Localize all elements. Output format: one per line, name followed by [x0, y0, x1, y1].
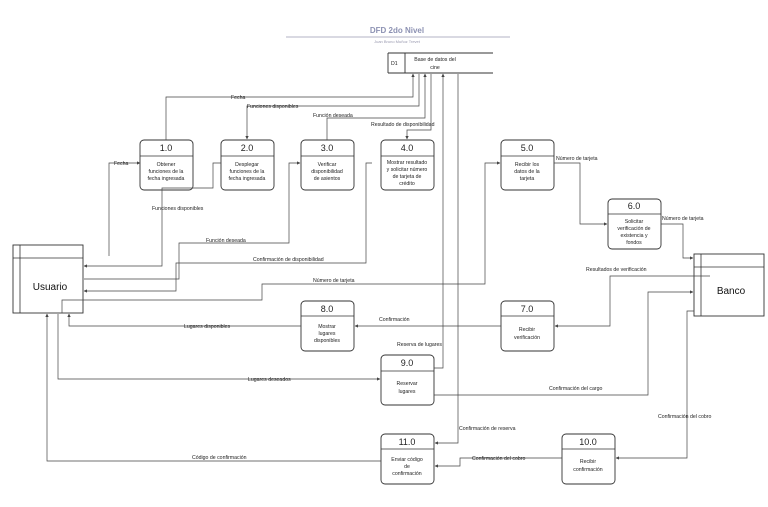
datastore-label-1: Base de datos del [414, 57, 456, 63]
svg-text:Mostrar: Mostrar [318, 324, 336, 330]
entity-usuario-label: Usuario [33, 282, 68, 293]
process-4: 4.0 Mostrar resultado y solicitar número… [380, 139, 435, 191]
flow-numero-6-bank: Número de tarjeta [662, 216, 704, 222]
svg-text:9.0: 9.0 [401, 358, 414, 368]
svg-text:Desplegar: Desplegar [235, 162, 259, 168]
flow-resultados-verif: Resultados de verificación [586, 267, 647, 273]
flow-numero-user: Número de tarjeta [313, 278, 355, 284]
flow-numero-5-6: Número de tarjeta [556, 156, 598, 162]
flow-confirmacion-7-8: Confirmación [379, 317, 410, 323]
svg-text:11.0: 11.0 [399, 437, 416, 447]
svg-text:funciones de la: funciones de la [230, 169, 265, 175]
svg-text:Solicitar: Solicitar [625, 219, 644, 225]
process-5: 5.0 Recibir los datos de la tarjeta [500, 139, 555, 191]
svg-text:datos de la: datos de la [514, 169, 539, 175]
flow-confirmacion-cobro-bank: Confirmación del cobro [658, 414, 711, 420]
svg-text:5.0: 5.0 [521, 143, 534, 153]
svg-text:Obtener: Obtener [157, 162, 176, 168]
svg-text:Mostrar resultado: Mostrar resultado [387, 160, 427, 166]
diagram-subtitle: Juan Bruno Muñoz Trevet [374, 39, 421, 44]
svg-text:10.0: 10.0 [579, 437, 597, 447]
process-10: 10.0 Recibir confirmación [561, 433, 616, 485]
svg-text:fecha ingresada: fecha ingresada [148, 176, 185, 182]
entity-usuario: Usuario [12, 244, 84, 314]
svg-text:de: de [404, 464, 410, 470]
svg-text:tarjeta: tarjeta [520, 176, 535, 182]
datastore-d1: D1 Base de datos del cine [387, 52, 493, 74]
flow-funciones-user: Funciones disponibles [152, 206, 204, 212]
svg-text:disponibilidad: disponibilidad [311, 169, 343, 175]
svg-text:1.0: 1.0 [160, 143, 173, 153]
svg-text:confirmación: confirmación [392, 471, 422, 477]
svg-text:lugares: lugares [318, 331, 335, 337]
svg-text:crédito: crédito [399, 181, 415, 187]
svg-text:fondos: fondos [626, 240, 642, 246]
process-7: 7.0 Recibir verificación [500, 300, 555, 352]
svg-text:fecha ingresada: fecha ingresada [229, 176, 266, 182]
flow-edges [45, 73, 710, 468]
process-1: 1.0 Obtener funciones de la fecha ingres… [139, 139, 194, 191]
diagram-title: DFD 2do Nivel [370, 26, 424, 35]
flow-lugares-disp: Lugares disponibles [184, 324, 231, 330]
flow-fecha-store: Fecha [231, 95, 246, 101]
flow-lugares-deseados: Lugares deseados [248, 377, 291, 383]
process-9: 9.0 Reservar lugares [380, 354, 435, 406]
svg-text:y solicitar número: y solicitar número [387, 167, 428, 173]
flow-labels: Fecha Fecha Funciones disponibles Funcio… [114, 95, 711, 462]
process-2: 2.0 Desplegar funciones de la fecha ingr… [220, 139, 275, 191]
svg-text:Enviar código: Enviar código [391, 457, 423, 463]
flow-fecha-user: Fecha [114, 161, 129, 167]
entity-banco-label: Banco [717, 286, 746, 297]
process-6: 6.0 Solicitar verificación de existencia… [607, 198, 662, 250]
process-11: 11.0 Enviar código de confirmación [380, 433, 435, 485]
svg-text:6.0: 6.0 [628, 201, 641, 211]
flow-codigo: Código de confirmación [192, 455, 247, 461]
svg-text:3.0: 3.0 [321, 143, 334, 153]
svg-text:funciones de la: funciones de la [149, 169, 184, 175]
flow-funcion-user: Función deseada [206, 238, 246, 244]
svg-text:Verificar: Verificar [318, 162, 337, 168]
flow-reserva-lugares: Reserva de lugares [397, 342, 442, 348]
datastore-id: D1 [391, 61, 398, 67]
svg-text:de tarjeta de: de tarjeta de [393, 174, 422, 180]
process-3: 3.0 Verificar disponibilidad de asientos [300, 139, 355, 191]
process-8: 8.0 Mostrar lugares disponibles [300, 300, 355, 352]
svg-text:de asientos: de asientos [314, 176, 341, 182]
svg-text:disponibles: disponibles [314, 338, 340, 344]
svg-text:verificación de: verificación de [617, 226, 650, 232]
flow-funciones-store: Funciones disponibles [247, 104, 299, 110]
svg-text:Reservar: Reservar [396, 381, 417, 387]
svg-text:confirmación: confirmación [573, 467, 603, 473]
datastore-label-2: cine [430, 65, 440, 71]
flow-funcion-store: Función deseada [313, 113, 353, 119]
flow-confirmacion-cobro-11: Confirmación del cobro [472, 456, 525, 462]
svg-text:existencia y: existencia y [620, 233, 648, 239]
svg-text:4.0: 4.0 [401, 143, 414, 153]
svg-text:Recibir los: Recibir los [515, 162, 540, 168]
svg-text:lugares: lugares [398, 389, 415, 395]
flow-confirmacion-disp: Confirmación de disponibilidad [253, 257, 324, 263]
svg-text:8.0: 8.0 [321, 304, 334, 314]
entity-banco: Banco [693, 253, 765, 317]
flow-confirmacion-reserva: Confirmación de reserva [459, 426, 516, 432]
svg-text:7.0: 7.0 [521, 304, 534, 314]
svg-text:2.0: 2.0 [241, 143, 254, 153]
svg-text:Recibir: Recibir [580, 459, 596, 465]
flow-confirmacion-cargo: Confirmación del cargo [549, 386, 602, 392]
svg-text:verificación: verificación [514, 335, 540, 341]
svg-text:Recibir: Recibir [519, 327, 535, 333]
flow-resultado: Resultado de disponibilidad [371, 122, 435, 128]
